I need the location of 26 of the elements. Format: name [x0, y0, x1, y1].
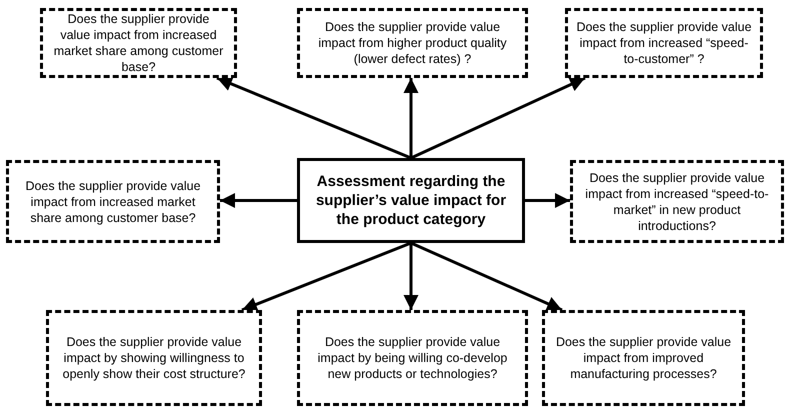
- arrow: [241, 242, 412, 312]
- arrow: [404, 78, 418, 158]
- question-text: Does the supplier provide value impact by being willing co-develop new products or technologies?: [316, 334, 508, 382]
- question-box: [297, 8, 528, 78]
- question-text: Does the supplier provide value impact from improved manufacturing processes?: [554, 334, 732, 382]
- question-box: [565, 8, 763, 78]
- heading-text: Assessment regarding the supplier’s value impact for the product category: [314, 172, 508, 229]
- arrow: [525, 193, 570, 208]
- arrow: [410, 76, 586, 160]
- question-box: [542, 310, 745, 406]
- question-text: Does the supplier provide value impact from increased market share among customer base?: [52, 11, 224, 75]
- assessment-box: [297, 158, 525, 243]
- arrow: [410, 242, 563, 312]
- question-box: [297, 310, 528, 406]
- question-box: [570, 160, 784, 243]
- arrow: [216, 76, 412, 160]
- arrow: [220, 193, 297, 208]
- question-text: Does the supplier provide value impact from higher product quality (lower defect rates) ?: [317, 19, 508, 67]
- question-box: [6, 160, 220, 243]
- question-text: Does the supplier provide value impact from increased “speed-to-market” in new product introductions?: [584, 170, 770, 234]
- question-text: Does the supplier provide value impact from increased market share among customer base?: [24, 178, 202, 226]
- question-box: [46, 310, 262, 406]
- arrow: [404, 243, 418, 310]
- question-text: Does the supplier provide value impact from increased “speed-to-customer” ?: [576, 19, 752, 67]
- question-text: Does the supplier provide value impact by showing willingness to openly show their cost structure?: [62, 334, 246, 382]
- question-box: [40, 8, 237, 78]
